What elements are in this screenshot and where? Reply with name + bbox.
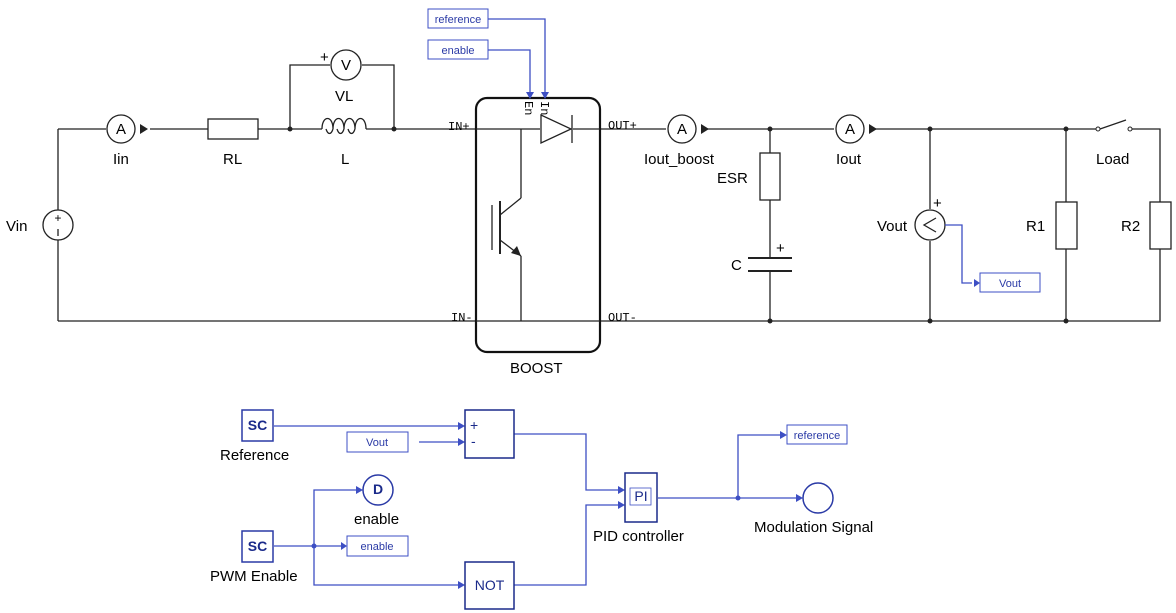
svg-text:D: D: [373, 481, 383, 497]
port-en: En: [521, 101, 535, 115]
tag-vout-control[interactable]: Vout: [346, 431, 409, 453]
control-arrowheads: [311, 422, 803, 589]
tag-vout-right[interactable]: Vout: [979, 272, 1041, 293]
pi-controller-block[interactable]: PI: [624, 472, 658, 523]
port-in: In: [537, 101, 551, 115]
modulation-signal-label: Modulation Signal: [754, 519, 873, 536]
junction-dots: [287, 126, 1069, 324]
pwm-enable-label: PWM Enable: [210, 568, 298, 585]
vin-label: Vin: [6, 218, 27, 235]
port-out-minus: OUT-: [608, 311, 637, 325]
esr-label: ESR: [717, 170, 748, 187]
svg-text:+: +: [320, 49, 329, 66]
svg-text:enable: enable: [360, 541, 393, 553]
iin-label: Iin: [113, 151, 129, 168]
svg-text:-: -: [471, 433, 476, 449]
port-in-minus: IN-: [451, 311, 473, 325]
svg-text:enable: enable: [441, 45, 474, 57]
rl-label: RL: [223, 151, 242, 168]
svg-text:A: A: [677, 121, 687, 138]
r1-label: R1: [1026, 218, 1045, 235]
svg-text:A: A: [116, 121, 126, 138]
resistor-esr[interactable]: [759, 152, 781, 201]
vout-arrow: [974, 279, 980, 287]
reference-label: Reference: [220, 447, 289, 464]
svg-text:Vout: Vout: [999, 278, 1021, 290]
pid-label: PID controller: [593, 528, 684, 545]
vout-label: Vout: [877, 218, 908, 235]
boost-signal-wires: [488, 18, 549, 99]
sc-reference-block[interactable]: SC: [241, 409, 274, 442]
modulation-signal-scope[interactable]: [802, 482, 834, 514]
ammeter-iout-boost[interactable]: A: [667, 114, 709, 144]
resistor-rl[interactable]: [207, 118, 259, 140]
load-label: Load: [1096, 151, 1129, 168]
display-enable-label: enable: [354, 511, 399, 528]
resistor-r2[interactable]: [1149, 201, 1172, 250]
l-label: L: [341, 151, 349, 168]
svg-text:reference: reference: [794, 430, 840, 442]
svg-text:reference: reference: [435, 14, 481, 26]
port-out-plus: OUT+: [608, 119, 637, 133]
vin-source[interactable]: +: [42, 209, 74, 241]
svg-text:NOT: NOT: [475, 577, 505, 593]
display-block[interactable]: D: [362, 474, 394, 506]
power-wires: [57, 64, 1161, 322]
capacitor-c[interactable]: +: [748, 240, 792, 272]
svg-text:Vout: Vout: [366, 437, 388, 449]
svg-text:SC: SC: [248, 538, 267, 554]
control-wires: [274, 425, 796, 586]
tag-reference-top[interactable]: reference: [427, 8, 489, 29]
resistor-r1[interactable]: [1055, 201, 1078, 250]
svg-text:SC: SC: [248, 417, 267, 433]
tag-reference-control[interactable]: reference: [786, 424, 848, 445]
ammeter-iout[interactable]: A: [835, 114, 877, 144]
svg-text:PI: PI: [634, 488, 647, 504]
sum-block[interactable]: + -: [464, 409, 515, 459]
svg-text:+: +: [470, 417, 478, 433]
iout-boost-label: Iout_boost: [644, 151, 715, 168]
sc-pwm-enable-block[interactable]: SC: [241, 530, 274, 563]
port-in-plus: IN+: [448, 120, 470, 134]
boost-label: BOOST: [510, 360, 563, 377]
svg-text:+: +: [933, 195, 942, 212]
voltmeter-vl[interactable]: V +: [320, 49, 362, 81]
vout-signal-wire: [945, 224, 972, 284]
load-switch[interactable]: [1095, 119, 1133, 132]
iout-label: Iout: [836, 151, 862, 168]
svg-text:+: +: [54, 212, 61, 226]
ammeter-iin[interactable]: A: [106, 114, 148, 144]
svg-text:+: +: [776, 240, 785, 257]
boost-block[interactable]: [474, 96, 602, 354]
vl-label: VL: [335, 88, 353, 105]
tag-enable-control[interactable]: enable: [346, 535, 409, 557]
not-block[interactable]: NOT: [464, 561, 515, 610]
svg-text:A: A: [845, 121, 855, 138]
tag-enable-top[interactable]: enable: [427, 39, 489, 60]
inductor-l[interactable]: [321, 117, 367, 135]
svg-text:V: V: [341, 57, 351, 74]
c-label: C: [731, 257, 742, 274]
r2-label: R2: [1121, 218, 1140, 235]
